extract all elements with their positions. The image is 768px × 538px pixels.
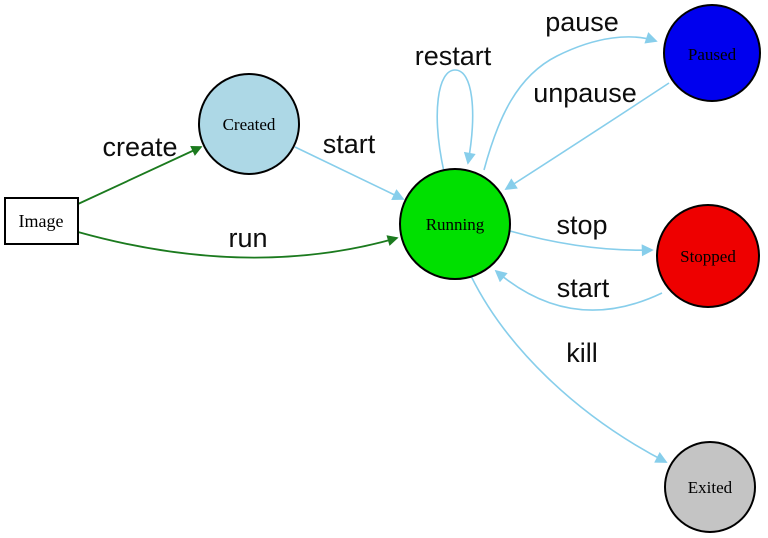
node-image-label: Image <box>19 211 64 231</box>
node-running-label: Running <box>426 215 485 234</box>
edge-start-from-stopped-label: start <box>557 273 610 303</box>
node-exited <box>664 441 756 533</box>
edge-run-arrow <box>77 231 399 259</box>
edge-start-from-created-label: start <box>323 129 376 159</box>
node-running <box>399 168 511 280</box>
edge-create-label: create <box>102 132 177 162</box>
edge-kill-arrow <box>470 275 668 463</box>
edge-start-from-stopped-arrow <box>494 269 663 311</box>
node-stopped <box>656 204 760 308</box>
node-exited-label: Exited <box>688 478 733 497</box>
edge-kill-label: kill <box>566 338 598 368</box>
edge-unpause-arrow <box>504 82 670 190</box>
edge-stop-arrow <box>509 230 654 257</box>
edge-pause-label: pause <box>545 7 619 37</box>
edge-restart-self-loop-arrow <box>436 69 476 173</box>
node-stopped-label: Stopped <box>680 247 736 266</box>
edge-run-label: run <box>228 223 267 253</box>
edge-stop-label: stop <box>556 210 607 240</box>
node-paused <box>663 4 761 102</box>
node-image <box>4 197 79 245</box>
edge-pause-arrow <box>483 32 658 171</box>
edge-create-arrow <box>77 145 203 205</box>
node-created <box>198 73 300 175</box>
node-paused-label: Paused <box>688 45 737 64</box>
edge-unpause-label: unpause <box>533 78 637 108</box>
edge-restart-label: restart <box>415 41 492 71</box>
node-created-label: Created <box>223 115 276 134</box>
edge-start-from-created-arrow <box>294 146 405 200</box>
